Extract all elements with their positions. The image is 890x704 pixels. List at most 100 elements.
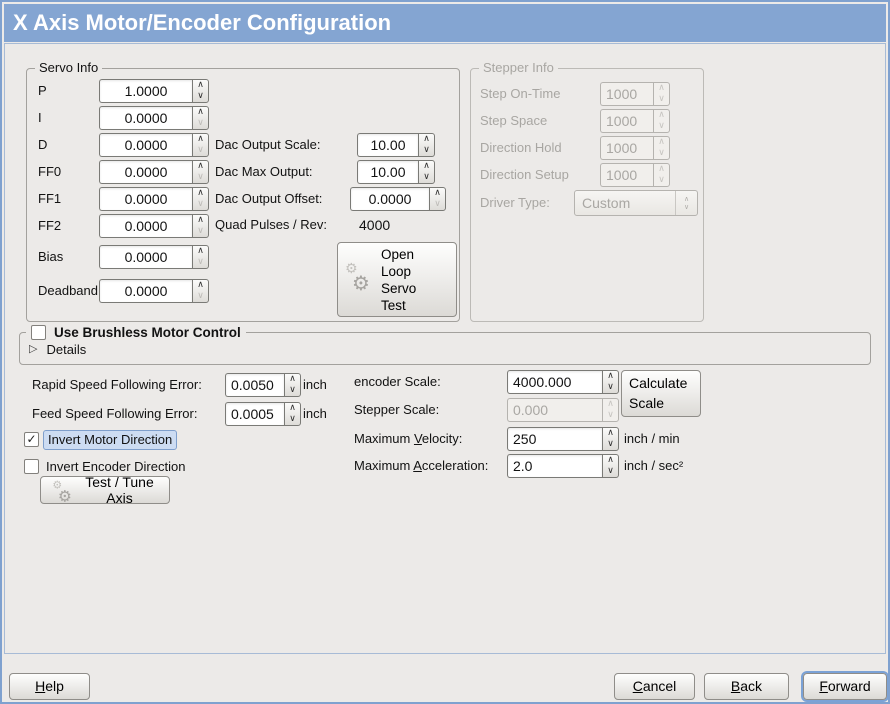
spin-buttons — [653, 82, 670, 106]
d-spinbox[interactable]: 0.0000 — [99, 133, 209, 157]
spin-down-icon — [603, 466, 618, 477]
spin-down-icon — [193, 145, 208, 156]
spin-up-icon — [193, 188, 208, 199]
spin-buttons[interactable] — [192, 214, 209, 238]
spin-buttons[interactable] — [602, 427, 619, 451]
spin-up-icon — [654, 164, 669, 175]
quad-pulses-value: 4000 — [359, 217, 391, 233]
spin-up-icon — [285, 403, 300, 414]
spin-buttons[interactable] — [429, 187, 446, 211]
spin-buttons[interactable] — [192, 279, 209, 303]
ff1-label: FF1 — [38, 191, 62, 206]
max-acceleration-unit: inch / sec² — [624, 458, 684, 473]
back-button[interactable]: Back — [704, 673, 789, 700]
spin-up-icon — [193, 280, 208, 291]
spin-up-icon — [654, 83, 669, 94]
ff2-spinbox[interactable]: 0.0000 — [99, 214, 209, 238]
bias-label: Bias — [38, 249, 64, 264]
spin-down-icon — [193, 291, 208, 302]
ff1-spinbox[interactable]: 0.0000 — [99, 187, 209, 211]
brushless-group: Use Brushless Motor Control ▷ Details — [19, 323, 871, 365]
stepper-scale-label: Stepper Scale: — [354, 402, 440, 417]
spin-buttons[interactable] — [192, 106, 209, 130]
dac-output-scale-spinbox[interactable]: 10.00 — [357, 133, 435, 157]
dac-output-offset-label: Dac Output Offset: — [215, 191, 323, 206]
spin-buttons[interactable] — [284, 402, 301, 426]
spin-down-icon — [193, 257, 208, 268]
stepper-info-group-title: Stepper Info — [479, 60, 558, 75]
spin-buttons[interactable] — [602, 454, 619, 478]
spin-down-icon — [603, 410, 618, 421]
invert-motor-label[interactable]: Invert Motor Direction — [43, 430, 178, 450]
rapid-following-error-spinbox[interactable]: 0.0050 — [225, 373, 301, 397]
deadband-spinbox[interactable]: 0.0000 — [99, 279, 209, 303]
dac-max-output-spinbox[interactable]: 10.00 — [357, 160, 435, 184]
feed-following-error-spinbox[interactable]: 0.0005 — [225, 402, 301, 426]
dac-max-output-label: Dac Max Output: — [215, 164, 313, 179]
spin-buttons[interactable] — [192, 160, 209, 184]
open-loop-servo-test-button[interactable]: Open Loop Servo Test — [337, 242, 457, 317]
servo-info-group-title: Servo Info — [35, 60, 103, 75]
max-velocity-unit: inch / min — [624, 431, 680, 446]
spin-up-icon — [419, 134, 434, 145]
feed-following-error-label: Feed Speed Following Error: — [32, 406, 198, 421]
spin-buttons — [653, 163, 670, 187]
spin-down-icon — [193, 91, 208, 102]
forward-button[interactable]: Forward — [803, 673, 887, 700]
invert-motor-checkbox[interactable]: ✓ — [24, 432, 39, 447]
feed-following-error-unit: inch — [303, 406, 327, 421]
checkmark-icon: ✓ — [26, 432, 37, 446]
encoder-scale-spinbox[interactable]: 4000.000 — [507, 370, 619, 394]
spin-up-icon — [193, 134, 208, 145]
cancel-button[interactable]: Cancel — [614, 673, 695, 700]
max-acceleration-spinbox[interactable]: 2.0 — [507, 454, 619, 478]
spin-buttons[interactable] — [602, 370, 619, 394]
spin-buttons — [653, 109, 670, 133]
spin-buttons — [653, 136, 670, 160]
use-brushless-checkbox[interactable] — [31, 324, 46, 340]
quad-pulses-label: Quad Pulses / Rev: — [215, 217, 327, 232]
calculate-scale-button[interactable]: Calculate Scale — [621, 370, 701, 417]
spin-up-icon — [419, 161, 434, 172]
max-velocity-spinbox[interactable]: 250 — [507, 427, 619, 451]
spin-buttons[interactable] — [284, 373, 301, 397]
dac-output-offset-spinbox[interactable]: 0.0000 — [350, 187, 446, 211]
spin-down-icon — [654, 94, 669, 105]
spin-up-icon — [193, 80, 208, 91]
combo-arrows-icon — [675, 191, 697, 215]
test-tune-axis-button[interactable]: Test / Tune Axis — [40, 474, 170, 506]
encoder-scale-label: encoder Scale: — [354, 374, 441, 389]
expander-arrow-icon: ▷ — [29, 342, 38, 355]
bias-spinbox[interactable]: 0.0000 — [99, 245, 209, 269]
brushless-legend: Use Brushless Motor Control — [26, 323, 246, 341]
spin-buttons[interactable] — [418, 133, 435, 157]
direction-setup-label: Direction Setup — [480, 167, 569, 182]
spin-down-icon — [430, 199, 445, 210]
ff0-label: FF0 — [38, 164, 62, 179]
spin-down-icon — [654, 175, 669, 186]
rapid-following-error-label: Rapid Speed Following Error: — [32, 377, 202, 392]
spin-buttons[interactable] — [192, 79, 209, 103]
p-spinbox[interactable]: 1.0000 — [99, 79, 209, 103]
step-space-spinbox: 1000 — [600, 109, 670, 133]
spin-buttons[interactable] — [192, 245, 209, 269]
spin-up-icon — [603, 455, 618, 466]
deadband-label: Deadband — [38, 283, 98, 298]
spin-buttons[interactable] — [192, 187, 209, 211]
spin-down-icon — [193, 199, 208, 210]
spin-buttons[interactable] — [418, 160, 435, 184]
spin-up-icon — [654, 137, 669, 148]
ff0-spinbox[interactable]: 0.0000 — [99, 160, 209, 184]
i-spinbox[interactable]: 0.0000 — [99, 106, 209, 130]
spin-up-icon — [603, 399, 618, 410]
gears-icon — [52, 480, 71, 500]
spin-up-icon — [193, 246, 208, 257]
help-button[interactable]: Help — [9, 673, 90, 700]
driver-type-combobox: Custom — [574, 190, 698, 216]
invert-encoder-label[interactable]: Invert Encoder Direction — [46, 459, 186, 474]
spin-buttons — [602, 398, 619, 422]
details-expander[interactable]: ▷ Details — [29, 340, 86, 358]
spin-buttons[interactable] — [192, 133, 209, 157]
spin-down-icon — [654, 121, 669, 132]
invert-encoder-checkbox[interactable] — [24, 459, 39, 474]
